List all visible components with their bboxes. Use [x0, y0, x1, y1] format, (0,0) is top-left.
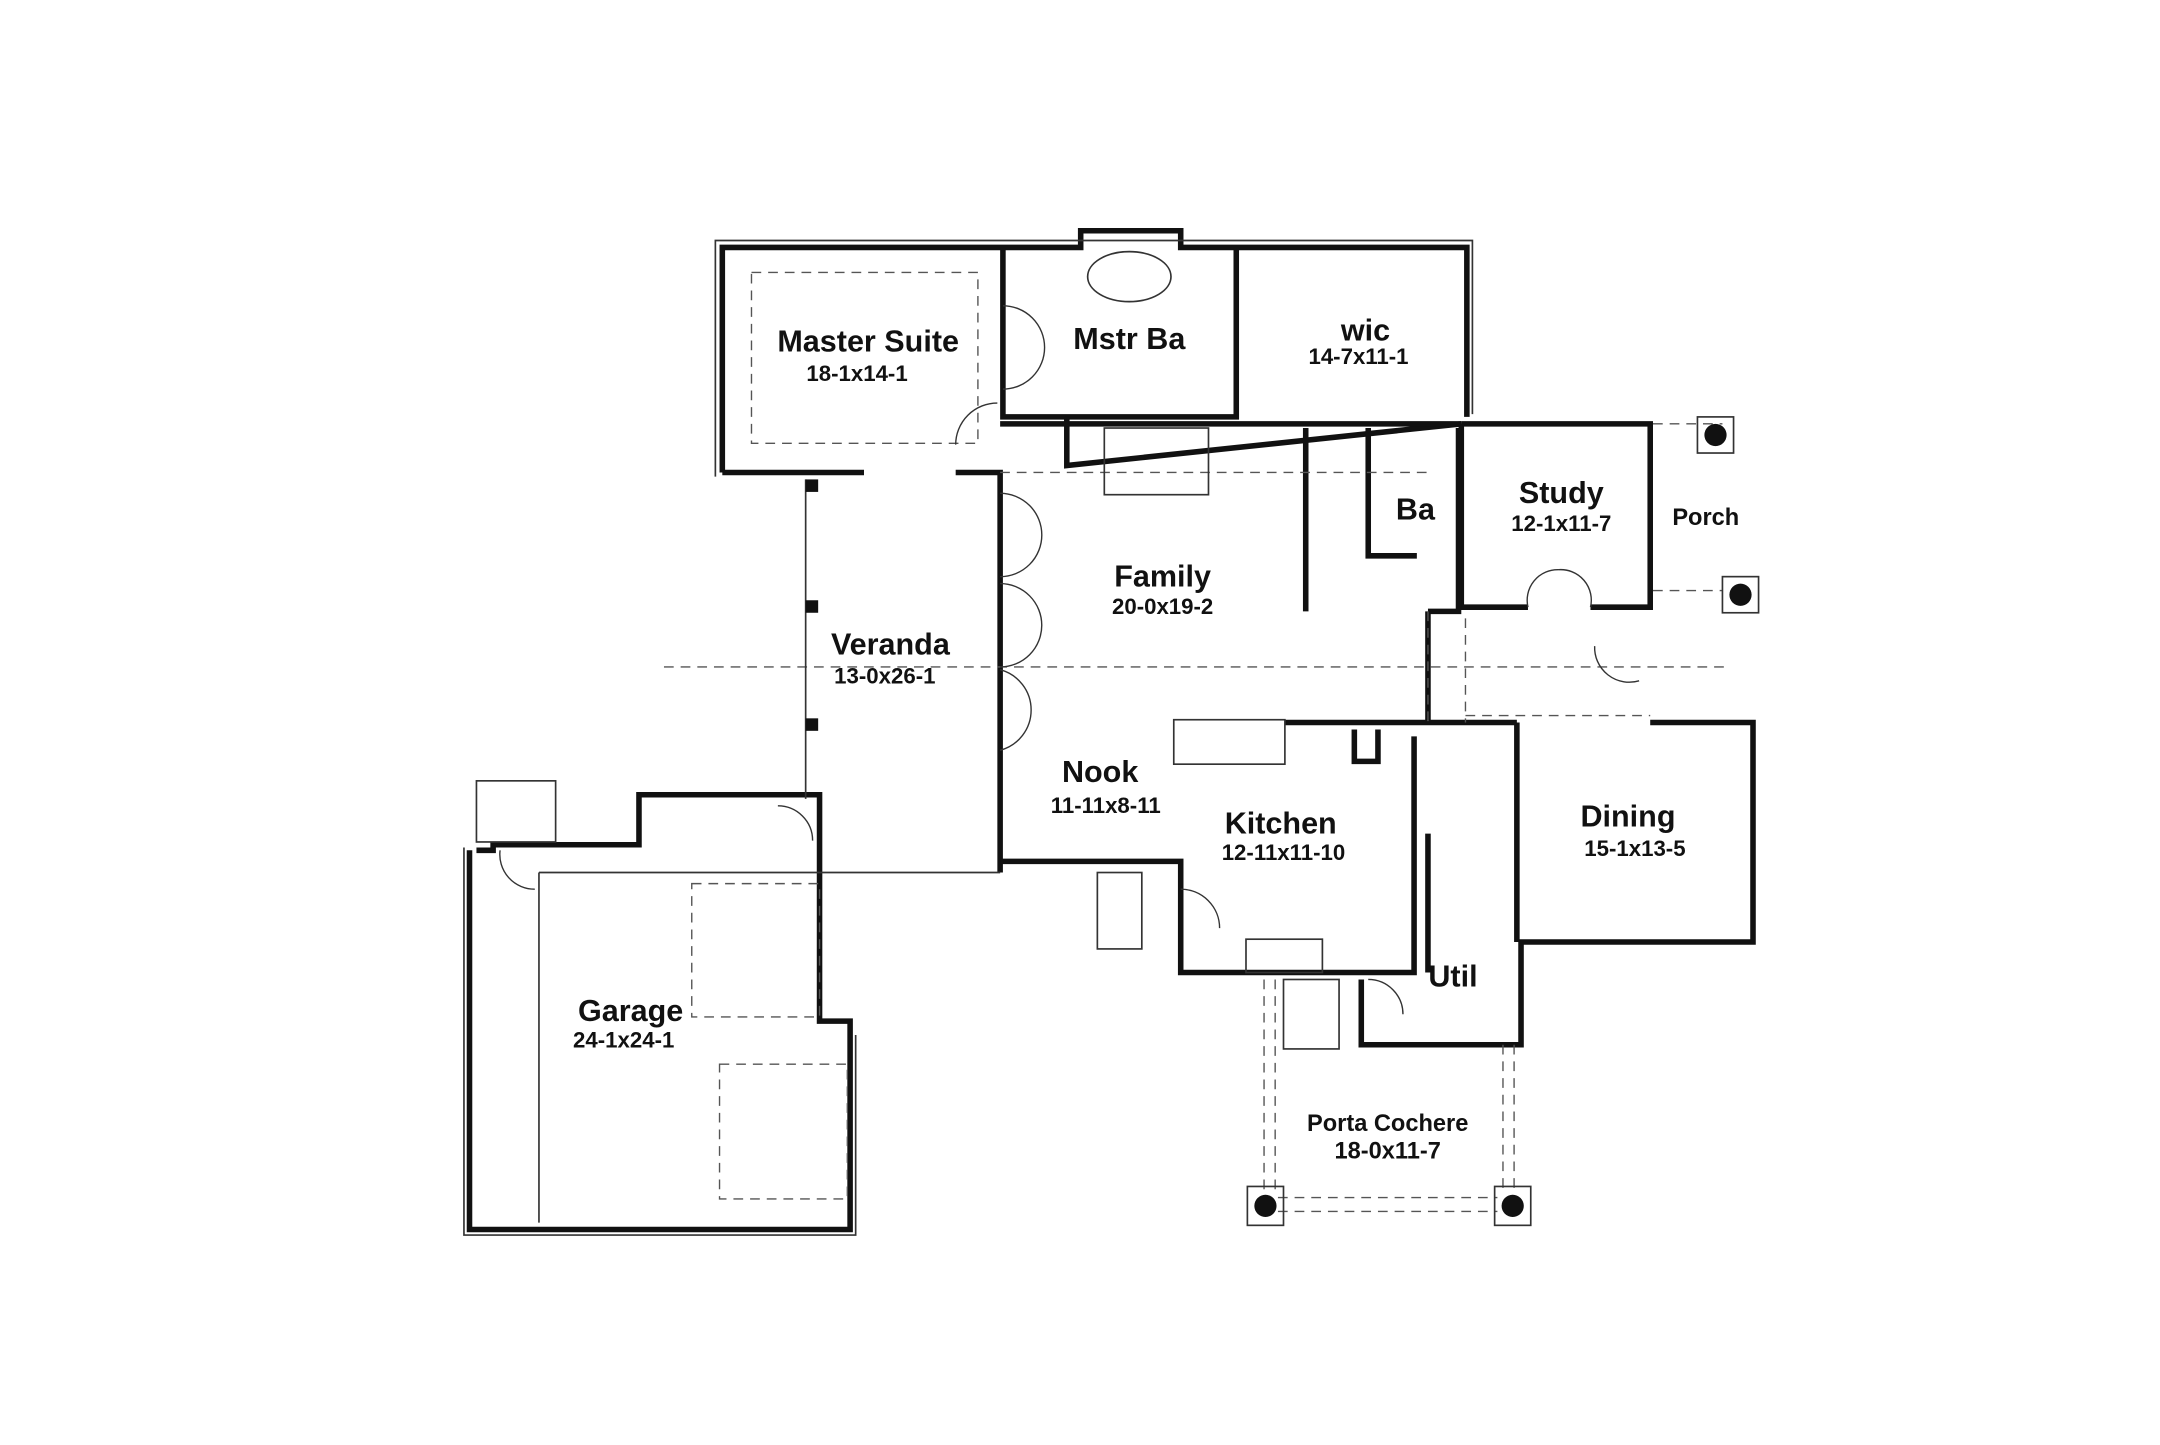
room-nook-dims: 11-11x8-11	[1051, 793, 1161, 818]
room-mstr-ba-name: Mstr Ba	[1073, 322, 1186, 356]
room-garage-dims: 24-1x24-1	[573, 1028, 674, 1053]
walls	[463, 227, 1756, 1236]
room-porta-cochere-dims: 18-0x11-7	[1335, 1139, 1441, 1165]
room-veranda-dims: 13-0x26-1	[834, 664, 935, 689]
room-garage-name: Garage	[578, 994, 683, 1028]
columns	[805, 416, 1760, 1227]
room-nook-name: Nook	[1062, 755, 1139, 789]
room-kitchen-dims: 12-11x11-10	[1222, 840, 1346, 865]
room-master-suite-name: Master Suite	[777, 325, 959, 359]
room-study-name: Study	[1519, 476, 1604, 510]
room-master-suite-dims: 18-1x14-1	[806, 361, 907, 386]
room-study-dims: 12-1x11-7	[1511, 511, 1611, 536]
room-veranda-name: Veranda	[831, 627, 951, 661]
guide-lines	[475, 250, 1730, 1223]
room-family-name: Family	[1114, 559, 1211, 593]
room-util-name: Util	[1428, 959, 1477, 993]
room-dining-dims: 15-1x13-5	[1584, 836, 1685, 861]
room-family-dims: 20-0x19-2	[1112, 594, 1213, 619]
room-ba-name: Ba	[1396, 493, 1436, 527]
room-wic-dims: 14-7x11-1	[1308, 344, 1408, 369]
room-wic-name: wic	[1340, 314, 1390, 348]
room-dining-name: Dining	[1580, 800, 1675, 834]
room-porch-name: Porch	[1672, 505, 1739, 531]
room-kitchen-name: Kitchen	[1225, 807, 1337, 841]
room-porta-cochere-name: Porta Cochere	[1307, 1111, 1468, 1137]
door-swings	[499, 305, 1640, 1015]
